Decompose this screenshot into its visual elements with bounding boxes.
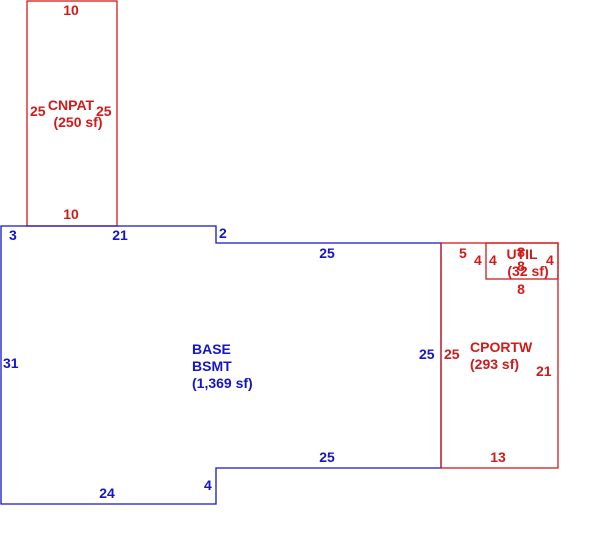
dim-util-right: 4 — [546, 252, 554, 268]
base-code-label: BASE — [192, 341, 231, 357]
dim-base-bottom-right: 25 — [319, 449, 335, 465]
util-area-label: (32 sf) — [507, 263, 548, 279]
base-area-label: (1,369 sf) — [192, 375, 253, 391]
dim-util-bottom: 8 — [517, 281, 525, 297]
dim-cportw-left: 25 — [444, 346, 460, 362]
dim-base-step-bottom: 4 — [204, 477, 212, 493]
dim-util-left-b: 4 — [489, 252, 497, 268]
util-outline — [485, 242, 559, 280]
cportw-area-label: (293 sf) — [470, 356, 519, 372]
dim-cportw-bottom: 13 — [490, 449, 506, 465]
dim-base-left-top: 3 — [9, 227, 17, 243]
dim-cnpat-top: 10 — [63, 2, 79, 18]
util-code-label: UTIL — [506, 246, 538, 262]
dim-base-top-left: 21 — [112, 227, 128, 243]
dim-base-bottom-left: 24 — [99, 485, 115, 501]
cportw-code-label: CPORTW — [470, 339, 533, 355]
cnpat-code-label: CNPAT — [48, 97, 95, 113]
dim-util-left-a: 4 — [474, 252, 482, 268]
dim-base-top-right: 25 — [319, 245, 335, 261]
dim-base-step-top: 2 — [219, 225, 227, 241]
dim-util-top: 8 — [517, 244, 525, 260]
dim-cnpat-left: 25 — [30, 103, 46, 119]
dim-util-inner: 8 — [517, 258, 525, 274]
dim-cnpat-right: 25 — [96, 103, 112, 119]
dim-cportw-top-small: 5 — [459, 245, 467, 261]
bsmt-code-label: BSMT — [192, 358, 232, 374]
dim-cnpat-bottom: 10 — [63, 206, 79, 222]
dim-cportw-right: 21 — [536, 363, 552, 379]
cnpat-area-label: (250 sf) — [53, 114, 102, 130]
dim-base-right: 25 — [419, 346, 435, 362]
dim-base-left: 31 — [3, 355, 19, 371]
